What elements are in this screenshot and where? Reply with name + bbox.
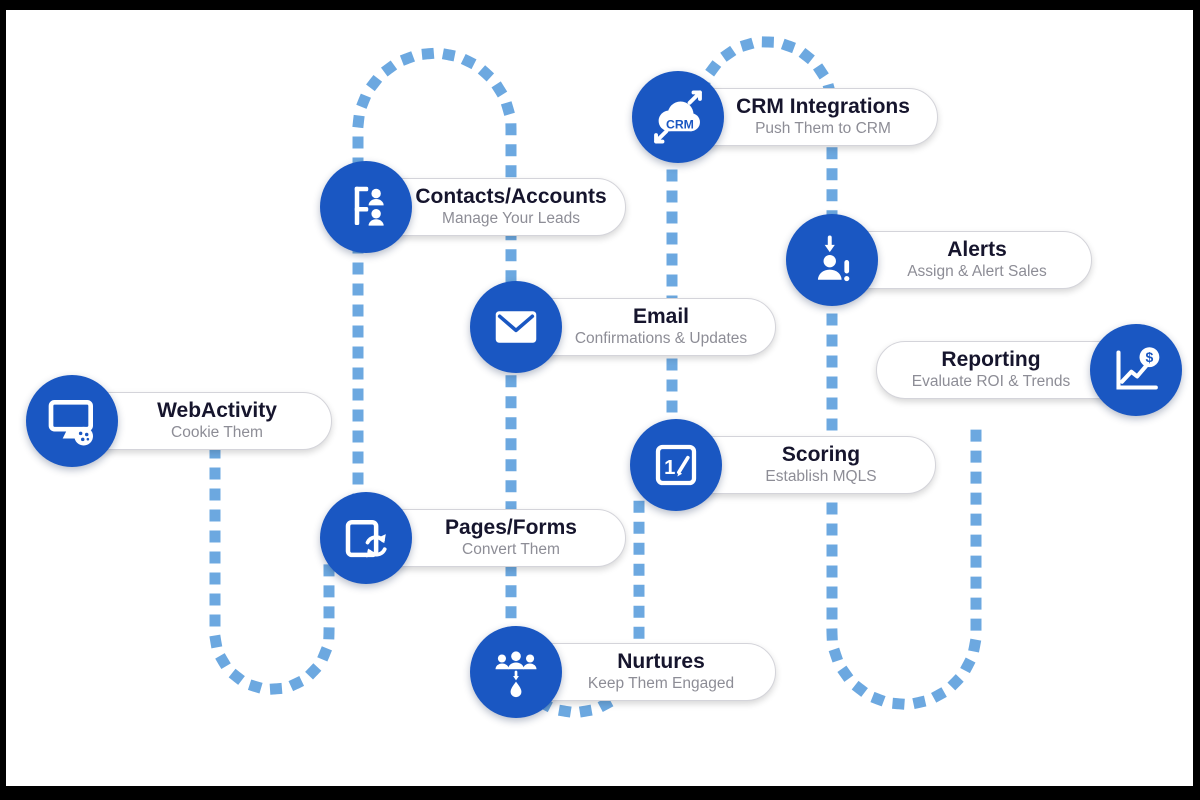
node-title: CRM Integrations	[736, 95, 910, 119]
node-title: Alerts	[947, 238, 1007, 262]
node-subtitle: Evaluate ROI & Trends	[911, 373, 1071, 391]
crm-label: CRM	[666, 118, 694, 132]
pages-forms-circle	[320, 492, 412, 584]
node-subtitle: Assign & Alert Sales	[907, 263, 1047, 281]
pencil-icon	[677, 455, 690, 475]
node-crm-integrations: CRM CRM Integrations Push Them to CRM	[632, 71, 938, 163]
arrow-down-left-icon	[654, 129, 669, 144]
node-reporting: Reporting Evaluate ROI & Trends $	[876, 324, 1182, 416]
node-title: Contacts/Accounts	[415, 185, 607, 209]
alerts-circle	[786, 214, 878, 306]
node-scoring: 1 Scoring Establish MQLS	[630, 419, 936, 511]
node-alerts: Alerts Assign & Alert Sales	[786, 214, 1092, 306]
dollar-glyph: $	[1146, 349, 1154, 365]
arrow-up-right-icon	[687, 90, 702, 105]
node-web-activity: WebActivity Cookie Them	[26, 375, 332, 467]
node-subtitle: Convert Them	[462, 541, 560, 559]
node-email: Email Confirmations & Updates	[470, 281, 776, 373]
node-title: Scoring	[781, 443, 861, 467]
node-pill: Pages/Forms Convert Them	[366, 509, 626, 567]
node-title: Pages/Forms	[445, 516, 577, 540]
score-sheet-icon: 1	[655, 444, 697, 486]
frame-edge-left	[0, 0, 6, 800]
node-subtitle: Confirmations & Updates	[574, 330, 748, 348]
node-title: Nurtures	[617, 650, 705, 674]
contacts-circle	[320, 161, 412, 253]
frame-edge-right	[1193, 0, 1200, 800]
page-refresh-icon	[345, 520, 387, 558]
node-pages-forms: Pages/Forms Convert Them	[320, 492, 626, 584]
org-contacts-icon	[354, 186, 384, 226]
node-subtitle: Keep Them Engaged	[587, 675, 735, 693]
nurtures-circle	[470, 626, 562, 718]
envelope-icon	[495, 311, 537, 343]
reporting-circle: $	[1090, 324, 1182, 416]
people-drip-icon	[495, 651, 537, 698]
person-alert-icon	[817, 235, 850, 282]
monitor-cookie-icon	[48, 400, 94, 446]
frame-edge-bottom	[0, 786, 1200, 800]
web-activity-circle	[26, 375, 118, 467]
node-subtitle: Establish MQLS	[765, 468, 877, 486]
crm-circle: CRM	[632, 71, 724, 163]
score-glyph: 1	[664, 457, 675, 479]
email-circle	[470, 281, 562, 373]
refresh-arrows-icon	[365, 534, 387, 558]
node-subtitle: Push Them to CRM	[755, 120, 891, 138]
chart-dollar-icon: $	[1116, 347, 1160, 390]
node-title: WebActivity	[157, 399, 277, 423]
frame-edge-top	[0, 0, 1200, 10]
node-pill: Contacts/Accounts Manage Your Leads	[366, 178, 626, 236]
node-contacts-accounts: Contacts/Accounts Manage Your Leads	[320, 161, 626, 253]
node-subtitle: Manage Your Leads	[442, 210, 580, 228]
node-nurtures: Nurtures Keep Them Engaged	[470, 626, 776, 718]
node-title: Email	[632, 305, 690, 329]
node-subtitle: Cookie Them	[171, 424, 263, 442]
cloud-shape	[658, 101, 700, 132]
scoring-circle: 1	[630, 419, 722, 511]
crm-cloud-icon: CRM	[654, 90, 702, 144]
node-title: Reporting	[941, 348, 1041, 372]
